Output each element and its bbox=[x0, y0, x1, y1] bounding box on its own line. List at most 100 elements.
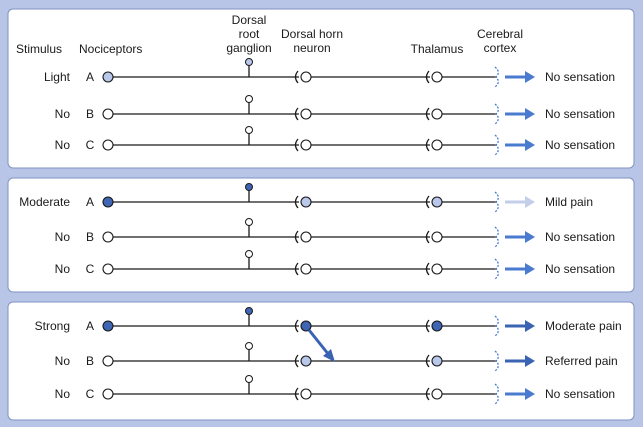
thalamus-neuron bbox=[431, 139, 443, 151]
thalamus-neuron bbox=[431, 71, 443, 83]
drg-header-line: ganglion bbox=[226, 41, 271, 55]
sensation-label: Moderate pain bbox=[545, 319, 622, 333]
cortex-header-line: Cerebral bbox=[477, 27, 523, 41]
fiber-label: A bbox=[86, 195, 94, 209]
stimulus-label: No bbox=[55, 354, 71, 368]
sensation-label: No sensation bbox=[545, 230, 615, 244]
cortex-boundary bbox=[494, 383, 499, 405]
dorsal-horn-header-line: neuron bbox=[293, 41, 330, 55]
nociceptors-header: Nociceptors bbox=[79, 42, 142, 56]
panel-2 bbox=[7, 177, 635, 293]
thalamus-neuron bbox=[431, 388, 443, 400]
dorsal-horn-neuron bbox=[300, 263, 312, 275]
dorsal-horn-neuron bbox=[300, 139, 312, 151]
drg-cell bbox=[245, 342, 253, 350]
thalamus-synapse bbox=[425, 138, 430, 152]
thalamus-synapse bbox=[425, 230, 430, 244]
drg-cell bbox=[245, 307, 253, 315]
drg-header-line: root bbox=[239, 27, 260, 41]
thalamus-neuron bbox=[431, 231, 443, 243]
dorsal-horn-neuron bbox=[300, 108, 312, 120]
sensation-label: No sensation bbox=[545, 70, 615, 84]
sensation-arrow-head bbox=[525, 355, 535, 367]
stimulus-label: No bbox=[55, 107, 71, 121]
thalamus-neuron bbox=[431, 196, 443, 208]
drg-cell bbox=[245, 250, 253, 258]
sensation-label: No sensation bbox=[545, 262, 615, 276]
stimulus-header: Stimulus bbox=[16, 42, 62, 56]
nociceptor-node bbox=[102, 231, 114, 243]
drg-cell bbox=[245, 126, 253, 134]
drg-header-line: Dorsal bbox=[232, 13, 267, 27]
thalamus-neuron bbox=[431, 320, 443, 332]
dorsal-horn-synapse bbox=[294, 262, 299, 276]
thalamus-neuron bbox=[431, 108, 443, 120]
dorsal-horn-synapse bbox=[294, 319, 299, 333]
sensation-arrow-head bbox=[525, 388, 535, 400]
nociceptor-node bbox=[102, 388, 114, 400]
nociceptor-node bbox=[102, 263, 114, 275]
drg-cell bbox=[245, 218, 253, 226]
dorsal-horn-synapse bbox=[294, 230, 299, 244]
cortex-boundary bbox=[494, 191, 499, 213]
sensation-arrow-head bbox=[525, 108, 535, 120]
drg-cell bbox=[245, 183, 253, 191]
fiber-label: B bbox=[86, 354, 94, 368]
dorsal-horn-neuron bbox=[300, 231, 312, 243]
thalamus-synapse bbox=[425, 262, 430, 276]
cortex-boundary bbox=[494, 66, 499, 88]
cortex-header-line: cortex bbox=[484, 41, 517, 55]
convergence-arrow bbox=[307, 329, 331, 356]
fiber-label: C bbox=[86, 387, 95, 401]
sensation-label: No sensation bbox=[545, 138, 615, 152]
thalamus-synapse bbox=[425, 387, 430, 401]
nociceptor-node bbox=[102, 71, 114, 83]
stimulus-label: No bbox=[55, 262, 71, 276]
drg-cell bbox=[245, 95, 253, 103]
thalamus-synapse bbox=[425, 70, 430, 84]
fiber-label: B bbox=[86, 107, 94, 121]
thalamus-header: Thalamus bbox=[411, 42, 464, 56]
dorsal-horn-synapse bbox=[294, 70, 299, 84]
stimulus-label: No bbox=[55, 138, 71, 152]
sensation-label: Referred pain bbox=[545, 354, 618, 368]
sensation-arrow-head bbox=[525, 71, 535, 83]
dorsal-horn-synapse bbox=[294, 138, 299, 152]
thalamus-neuron bbox=[431, 263, 443, 275]
dorsal-horn-header-line: Dorsal horn bbox=[281, 27, 343, 41]
fiber-label: C bbox=[86, 138, 95, 152]
stimulus-label: Moderate bbox=[19, 195, 70, 209]
dorsal-horn-neuron bbox=[300, 196, 312, 208]
cortex-boundary bbox=[494, 134, 499, 156]
cortex-boundary bbox=[494, 350, 499, 372]
cortex-boundary bbox=[494, 226, 499, 248]
nociceptor-node bbox=[102, 320, 114, 332]
dorsal-horn-synapse bbox=[294, 387, 299, 401]
dorsal-horn-synapse bbox=[294, 354, 299, 368]
thalamus-synapse bbox=[425, 195, 430, 209]
dorsal-horn-synapse bbox=[294, 195, 299, 209]
dorsal-horn-neuron bbox=[300, 71, 312, 83]
sensation-arrow-head bbox=[525, 231, 535, 243]
sensation-label: No sensation bbox=[545, 107, 615, 121]
drg-cell bbox=[245, 58, 253, 66]
dorsal-horn-synapse bbox=[294, 107, 299, 121]
nociceptor-node bbox=[102, 196, 114, 208]
stimulus-label: Light bbox=[44, 70, 71, 84]
cortex-boundary bbox=[494, 315, 499, 337]
fiber-label: A bbox=[86, 70, 94, 84]
cortex-boundary bbox=[494, 258, 499, 280]
cortex-boundary bbox=[494, 103, 499, 125]
thalamus-synapse bbox=[425, 354, 430, 368]
stimulus-label: No bbox=[55, 387, 71, 401]
sensation-label: Mild pain bbox=[545, 195, 593, 209]
nociceptor-node bbox=[102, 139, 114, 151]
sensation-arrow-head bbox=[525, 320, 535, 332]
nociceptor-node bbox=[102, 355, 114, 367]
sensation-arrow-head bbox=[525, 196, 535, 208]
drg-cell bbox=[245, 375, 253, 383]
nociceptor-node bbox=[102, 108, 114, 120]
fiber-label: A bbox=[86, 319, 94, 333]
fiber-label: C bbox=[86, 262, 95, 276]
